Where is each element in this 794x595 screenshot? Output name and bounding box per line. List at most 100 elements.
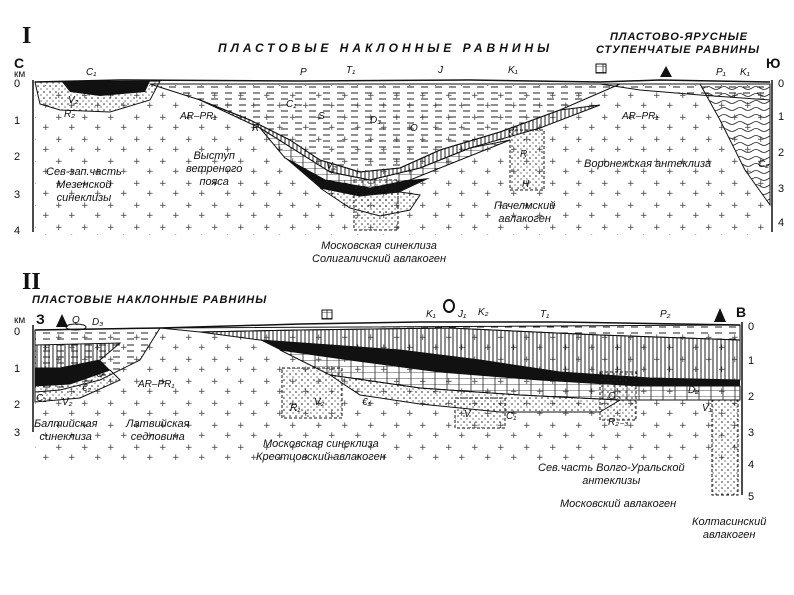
strata-symbol: D₃ <box>92 317 104 328</box>
label-line: синеклизы <box>56 192 112 204</box>
strata-symbol: AR–PR₁ <box>622 111 659 122</box>
section-1-label-voronezh: Воронежская антеклиза <box>584 158 711 171</box>
strata-symbol: V₁ <box>702 403 712 414</box>
strata-symbol: AR–PR₁ <box>138 379 175 390</box>
strata-symbol: P <box>300 67 307 78</box>
tick-label: 0 <box>14 78 21 90</box>
label-line: Сев-зап.часть <box>46 166 122 178</box>
section-2-header-left: ПЛАСТОВЫЕ НАКЛОННЫЕ РАВНИНЫ <box>32 294 268 306</box>
strata-symbol: S <box>318 111 325 122</box>
strata-symbol: R <box>252 123 260 134</box>
label-line: Крестцовский авлакоген <box>256 451 386 463</box>
section-1-header-left: ПЛАСТОВЫЕ НАКЛОННЫЕ РАВНИНЫ <box>218 41 554 55</box>
label-line: Латвийская <box>126 418 190 430</box>
tick-label: 3 <box>778 183 785 195</box>
strata-symbol: C₁ <box>506 411 517 422</box>
section-1-header-right-1: ПЛАСТОВО-ЯРУСНЫЕ <box>610 31 749 43</box>
tick-label: 4 <box>14 225 21 237</box>
strata-symbol: V₂ <box>62 397 73 408</box>
section-2-label-koltasin: Колтасинский авлакоген <box>692 516 766 542</box>
section-1-end-right: Ю <box>766 55 781 71</box>
strata-symbol: R <box>520 149 528 160</box>
strata-symbol: V₂ <box>314 397 325 408</box>
section-2-end-right: В <box>736 304 747 320</box>
label-line: Московский авлакоген <box>560 498 677 510</box>
tick-label: 1 <box>14 363 21 375</box>
tick-label: 5 <box>748 491 755 503</box>
section-2-end-left: З <box>36 311 45 327</box>
strata-symbol: €₁ <box>362 397 371 408</box>
tick-label: 3 <box>748 427 755 439</box>
strata-symbol: P₁ <box>630 377 640 388</box>
strata-symbol: K₁ <box>740 67 750 78</box>
section-2-profile <box>32 299 743 496</box>
section-1-label-moscow: Московская синеклиза Солигаличский авлак… <box>312 240 446 266</box>
tick-label: 0 <box>14 326 21 338</box>
strata-symbol: T₁ <box>346 65 356 76</box>
section-2-number: II <box>22 269 41 295</box>
tick-label: 0 <box>748 321 755 333</box>
label-line: авлакоген <box>498 213 551 225</box>
section-2-label-moscow: Московская синеклиза Крестцовский авлако… <box>256 438 386 464</box>
section-1-label-mezen: Сев-зап.часть Мезенской синеклизы <box>46 166 122 205</box>
strata-symbol: V <box>464 409 471 420</box>
strata-symbol: O <box>96 369 104 380</box>
label-line: Выступ <box>193 150 235 162</box>
tick-label: 2 <box>748 391 755 403</box>
strata-symbol: R₂₋₃ <box>608 417 629 428</box>
section-2-label-volga-ural: Сев.часть Волго-Уральской антеклизы <box>538 462 685 488</box>
section-2-label-baltic: Балтийская синеклиза <box>34 418 97 444</box>
strata-symbol: €₂ <box>82 383 92 394</box>
strata-symbol: O₂ <box>608 391 620 402</box>
tick-label: 3 <box>14 427 21 439</box>
label-line: пояса <box>199 176 229 188</box>
strata-symbol: P₂ <box>660 309 671 320</box>
strata-symbol: C₁₊ <box>36 393 52 404</box>
strata-symbol: AR–PR₁ <box>180 111 217 122</box>
section-1-number: I <box>22 23 32 49</box>
tick-label: 1 <box>14 115 21 127</box>
strata-symbol: C₁ <box>86 67 97 78</box>
strata-symbol: D₃ <box>370 115 382 126</box>
label-line: Московская синеклиза <box>321 240 437 252</box>
label-line: ветреного <box>186 163 243 175</box>
strata-symbol: V₂ <box>68 95 79 106</box>
tick-label: 0 <box>778 78 785 90</box>
tick-label: 1 <box>778 111 785 123</box>
label-line: синеклиза <box>39 431 92 443</box>
strata-symbol: O <box>410 123 418 134</box>
strata-symbol: C₂ <box>758 159 770 170</box>
section-1-end-left: С <box>14 55 25 71</box>
strata-symbol: J <box>438 65 443 76</box>
strata-symbol: R₁ <box>290 403 301 414</box>
label-line: Балтийская <box>34 418 98 430</box>
label-line: Колтасинский <box>692 516 767 528</box>
label-line: Московская синеклиза <box>263 438 379 450</box>
section-1-header-right-2: СТУПЕНЧАТЫЕ РАВНИНЫ <box>596 44 760 56</box>
label-line: авлакоген <box>702 529 756 541</box>
section-2-unit: км <box>14 315 26 326</box>
tick-label: 1 <box>748 355 755 367</box>
tick-label: 3 <box>14 189 21 201</box>
tick-label: 2 <box>14 151 21 163</box>
strata-symbol: P₁ <box>716 67 726 78</box>
section-1-label-pachelma: Пачелмский авлакоген <box>494 200 555 226</box>
strata-symbol: T₁ <box>540 309 550 320</box>
strata-symbol: J₁ <box>458 309 467 320</box>
tick-label: 2 <box>778 147 785 159</box>
section-2-label-latvian: Латвийская седловина <box>126 418 190 444</box>
tick-label: 4 <box>748 459 755 471</box>
label-line: Сев.часть Волго-Уральской <box>538 462 685 474</box>
label-line: антеклизы <box>582 475 641 487</box>
section-1-label-vetreny: Выступ ветреного пояса <box>186 150 242 189</box>
section-1-profile <box>32 63 773 235</box>
tick-label: 2 <box>14 399 21 411</box>
section-2-label-moscow-aulacogen: Московский авлакоген <box>560 498 676 511</box>
strata-symbol: K₂ <box>478 307 489 318</box>
strata-symbol: K₁ <box>426 309 436 320</box>
strata-symbol: H <box>522 179 530 190</box>
label-line: Воронежская антеклиза <box>584 158 712 170</box>
tick-label: 4 <box>778 217 785 229</box>
label-line: Мезенской <box>56 179 112 191</box>
